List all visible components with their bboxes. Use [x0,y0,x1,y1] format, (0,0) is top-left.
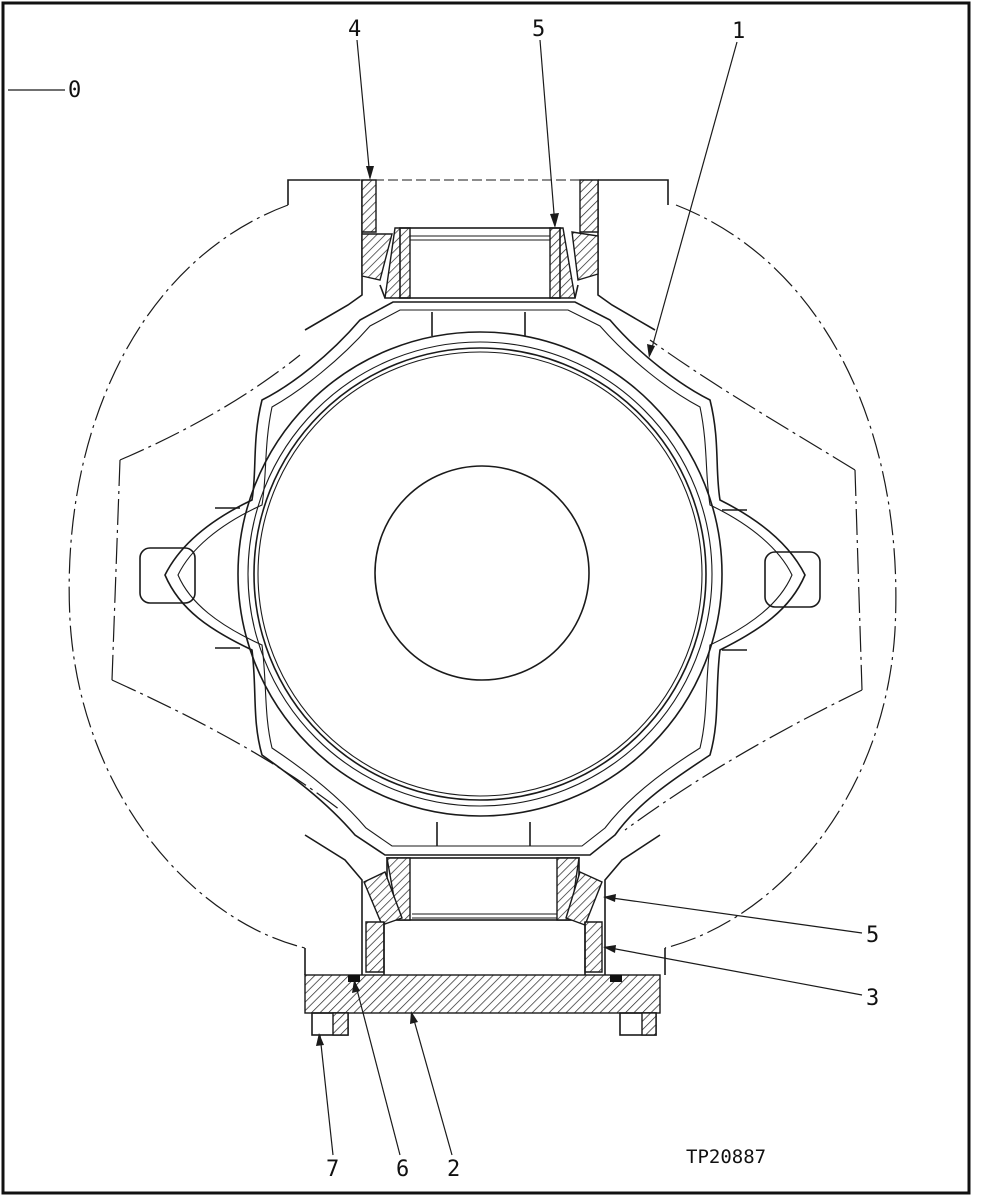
callout-5-top: 5 [532,17,545,42]
carrier-body [164,301,806,856]
carrier-inner-contour [177,309,793,847]
ring-gear-circles [237,331,723,817]
callout-0: 0 [68,78,81,103]
bearing-cone-top-left [361,233,393,281]
callout-1: 1 [732,19,745,44]
spacer-4 [361,179,377,233]
housing-phantom-outline [68,204,897,949]
spacer-3 [365,921,385,973]
callout-3: 3 [866,986,879,1011]
cover-plate [304,974,661,1014]
left-boss [139,547,196,604]
callout-4: 4 [348,17,361,42]
housing-top-neck [287,179,669,331]
diagram-border [1,1,971,1195]
o-ring-right [610,975,622,982]
o-ring-left [348,975,360,982]
bottom-bearing-assembly [363,857,603,975]
leader-lines [8,39,863,1156]
top-bearing-assembly [361,179,599,299]
callout-6: 6 [396,1157,409,1182]
figure-code: TP20887 [686,1146,766,1168]
right-boss [764,551,821,608]
callout-5-right: 5 [866,923,879,948]
cap-screws [311,1012,657,1036]
callout-2: 2 [447,1157,460,1182]
callout-7: 7 [326,1157,339,1182]
housing-bottom-neck [304,834,666,975]
carrier-tick-marks [215,312,747,846]
